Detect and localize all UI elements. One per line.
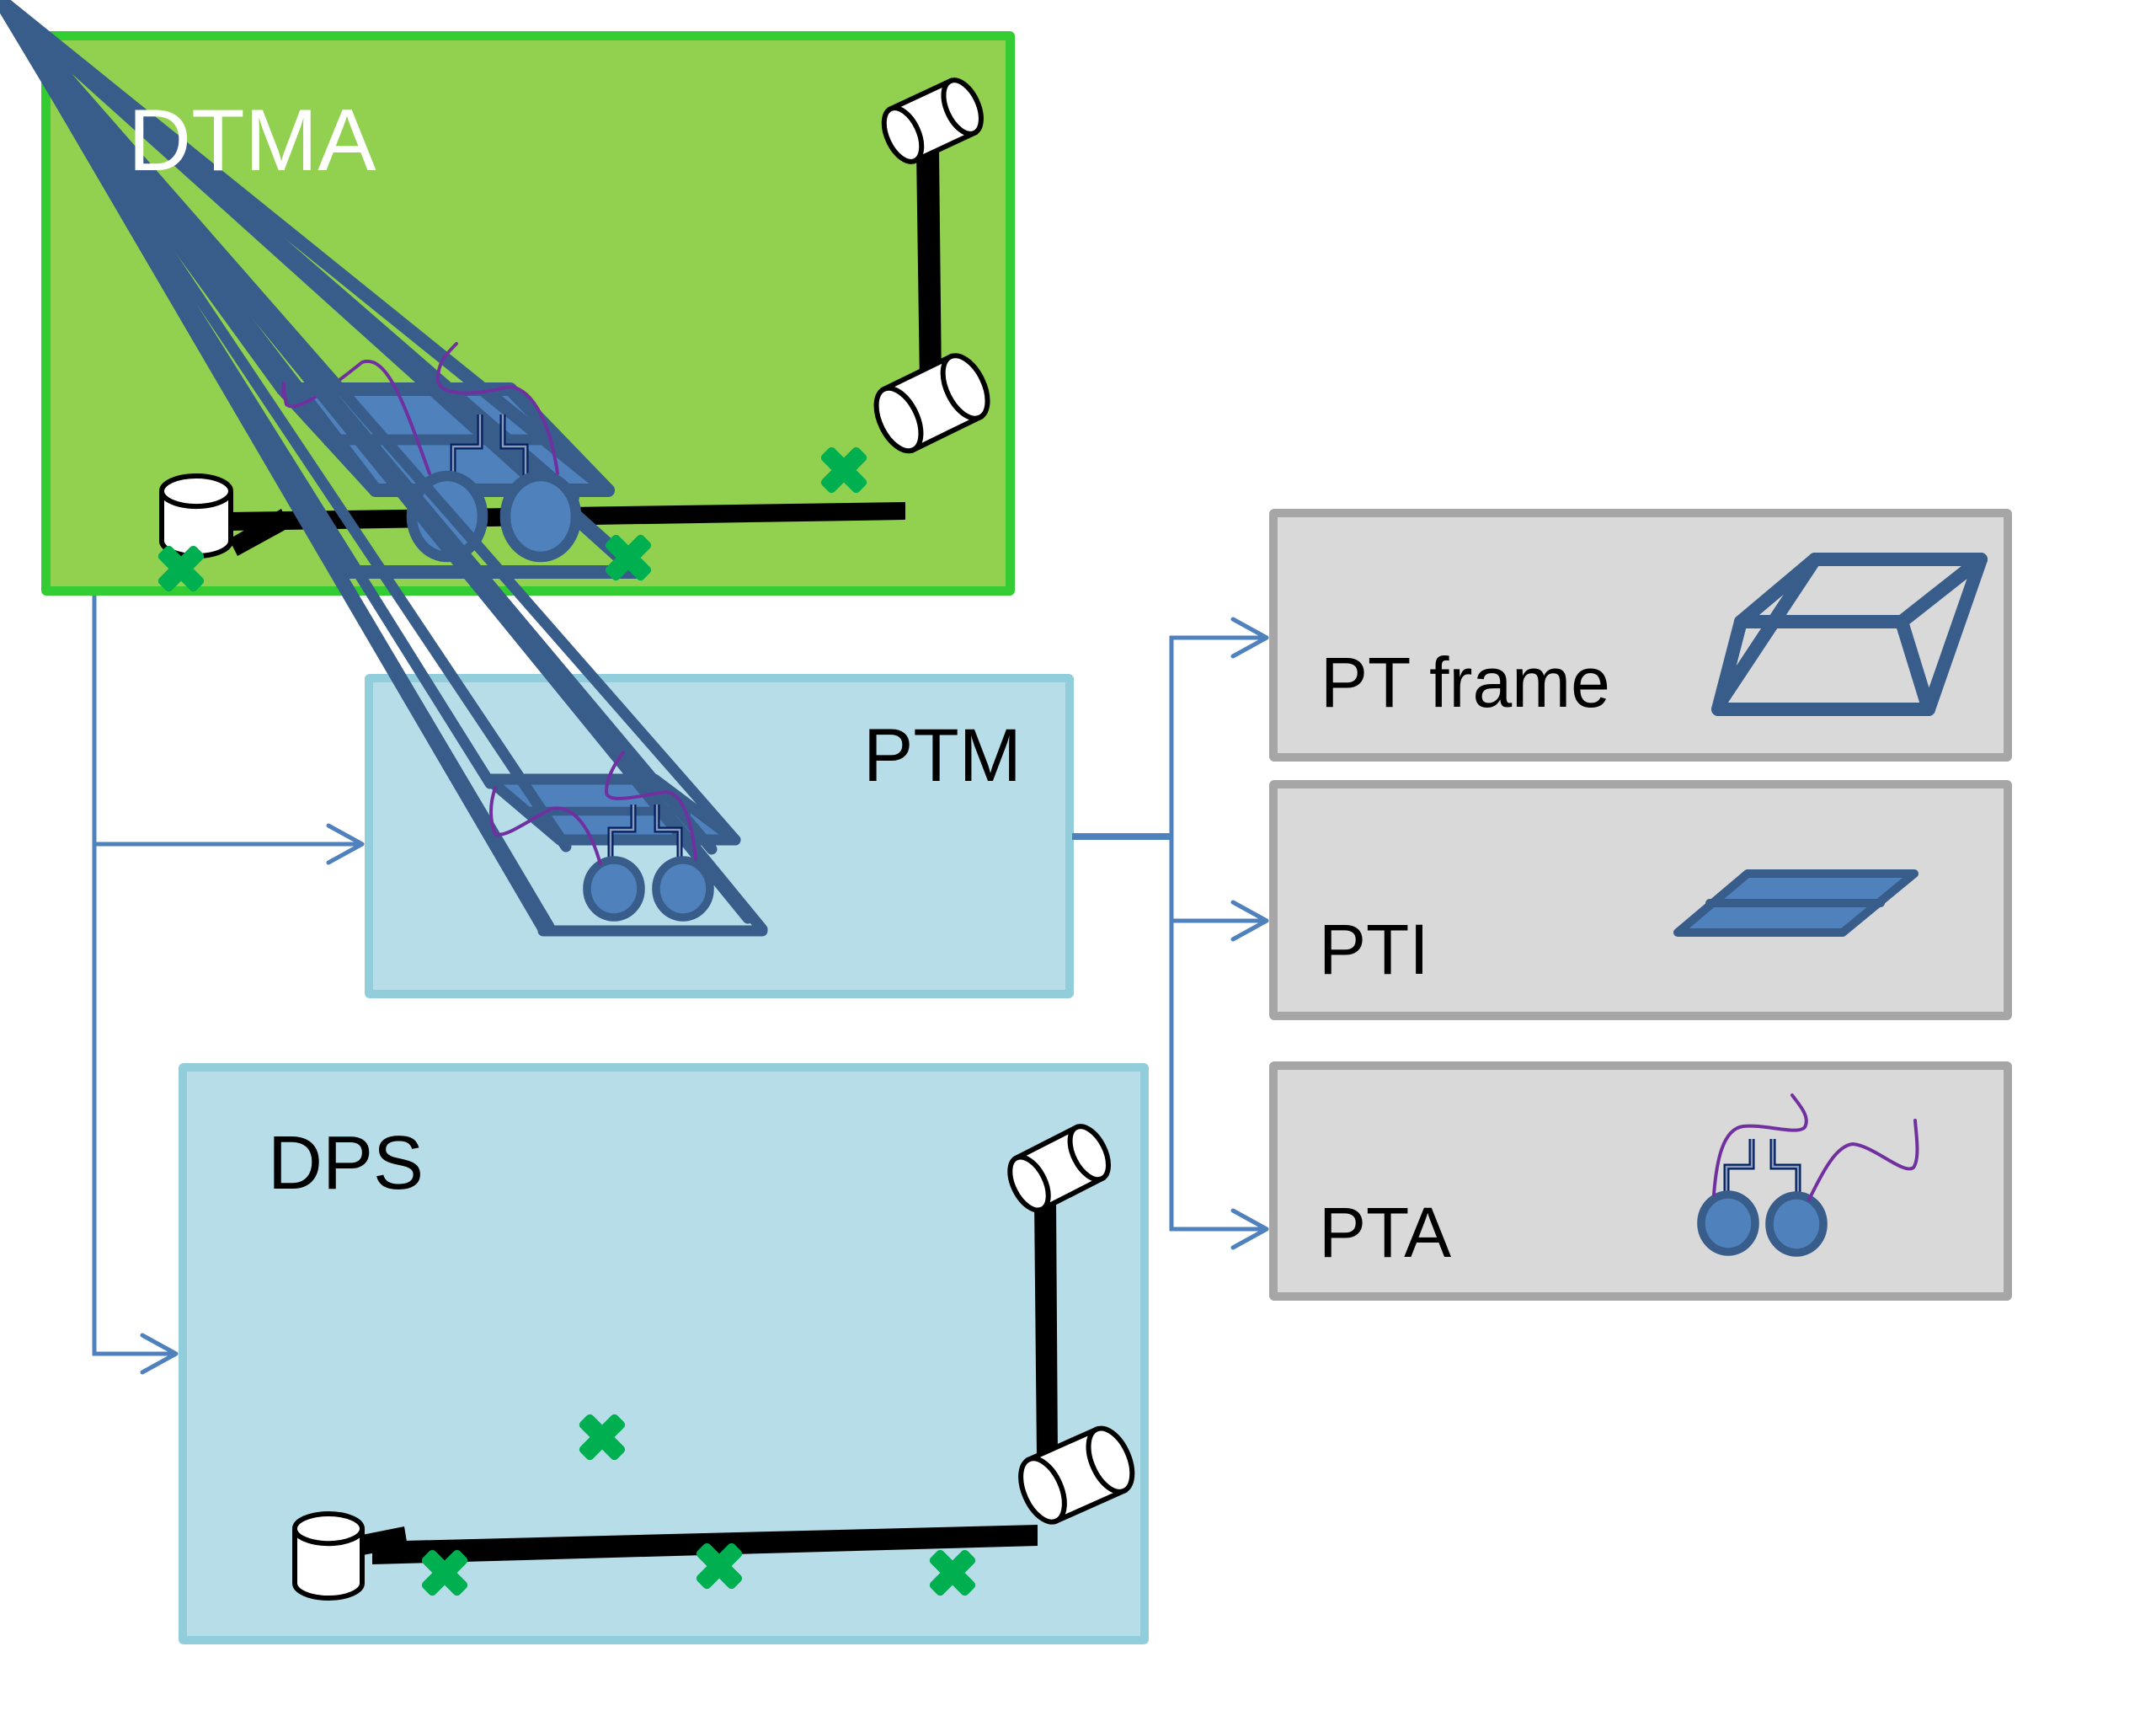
pt-frame-label: PT frame [1321, 643, 1610, 722]
wheel-icon [1697, 1190, 1759, 1256]
pta-node [1269, 1061, 2012, 1301]
marker-x-icon [820, 446, 867, 494]
arm-link [1034, 1200, 1058, 1457]
arrowhead-ptm [326, 823, 365, 865]
arm-end-icon [881, 78, 984, 164]
wheel-icon [652, 856, 714, 922]
arm-link [916, 150, 942, 385]
circuit-trace-inner [1725, 1139, 1753, 1195]
wire [435, 342, 559, 475]
wheel-icon [583, 856, 645, 922]
wheel-icon [1765, 1191, 1828, 1257]
connectors [92, 596, 1269, 1375]
marker-x-bar [157, 545, 205, 592]
cylinder-top [159, 473, 233, 510]
cylinder-top [292, 1511, 365, 1547]
pta-label: PTA [1319, 1193, 1452, 1272]
joint-face [940, 353, 990, 421]
wire [489, 786, 602, 866]
joint-back [881, 105, 925, 164]
circuit-trace-inner [501, 414, 527, 478]
frame-edge [1922, 553, 1988, 716]
circuit-trace-inner [451, 414, 482, 478]
wheel-actuator-icon [1697, 1093, 1919, 1257]
marker-x-bar [605, 534, 652, 581]
wheel-icon [499, 470, 582, 563]
marker-x-icon [929, 1549, 976, 1596]
pt-frame-node [1269, 509, 2012, 762]
marker-x-bar [929, 1549, 976, 1596]
arrowhead-ptframe [1230, 617, 1269, 659]
plate-icon [1673, 869, 1919, 937]
wire [1807, 1119, 1919, 1201]
marker-x-icon [157, 545, 205, 592]
marker-x-icon [421, 1549, 468, 1596]
dtma-label: DTMA [128, 92, 376, 190]
circuit-trace-inner [1771, 1139, 1800, 1195]
frame-edge [1716, 553, 1822, 706]
joint-face [1067, 1124, 1111, 1183]
arm-joint-icon [873, 353, 990, 454]
marker-x-icon [605, 534, 652, 581]
marker-x-bar [696, 1542, 743, 1590]
arm-link-stub [229, 509, 290, 556]
frame-edge [1895, 615, 1935, 716]
marker-x-bar [820, 446, 867, 494]
cylinder-body [292, 1528, 365, 1601]
marker-x-icon [696, 1542, 743, 1590]
arrowhead-dps [140, 1333, 179, 1375]
marker-x-bar [421, 1549, 468, 1596]
joint-back [1007, 1154, 1051, 1213]
dps-label: DPS [268, 1121, 424, 1205]
circuit-trace-inner [655, 805, 681, 859]
icons [0, 0, 1988, 1601]
circuit-trace-inner [609, 805, 635, 859]
arrowhead-pta [1230, 1208, 1269, 1250]
joint-back [1018, 1456, 1067, 1525]
wire [604, 751, 697, 861]
joint-face [941, 78, 984, 136]
marker-x-icon [579, 1414, 626, 1461]
ptm-label: PTM [863, 713, 1022, 797]
rover-leg [0, 0, 572, 853]
joint-back [873, 385, 924, 454]
arrowhead-pti [1230, 900, 1269, 942]
pti-label: PTI [1319, 910, 1429, 989]
arm-joint-icon [1018, 1425, 1135, 1525]
arm-base-icon [159, 473, 233, 559]
frame-edge [1895, 553, 1988, 628]
joint-face [1086, 1425, 1135, 1494]
frame-icon [1711, 553, 1988, 716]
rover-leg [0, 0, 754, 924]
rover-icon [0, 0, 768, 937]
wire [1712, 1093, 1808, 1196]
rover-leg [0, 0, 555, 933]
arm-base-icon [292, 1511, 365, 1601]
marker-x-bar [579, 1414, 626, 1461]
arm-end-icon [1007, 1124, 1111, 1213]
